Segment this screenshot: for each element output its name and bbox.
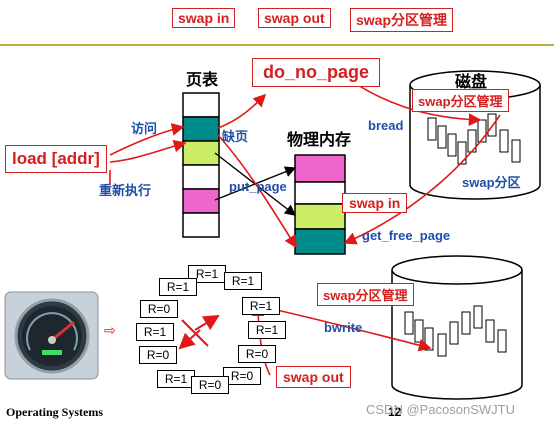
re-execute-label: 重新执行 xyxy=(99,183,152,198)
clock-entry: R=0 xyxy=(139,346,177,364)
header-divider xyxy=(0,44,554,46)
clock-entry: R=1 xyxy=(157,370,195,388)
swap-out-box: swap out xyxy=(276,366,351,388)
get-free-page-label: get_free_page xyxy=(362,228,451,243)
clock-entry: R=1 xyxy=(242,297,280,315)
swap-partition-label: swap分区 xyxy=(462,175,521,190)
clock-entry: R=1 xyxy=(248,321,286,339)
disk-cylinder-icon xyxy=(391,255,523,400)
swap-mgmt-bottom-box: swap分区管理 xyxy=(317,283,414,306)
tab-swap-in[interactable]: swap in xyxy=(172,8,236,28)
bread-label: bread xyxy=(368,118,404,133)
tab-swap-mgmt[interactable]: swap分区管理 xyxy=(350,8,454,32)
clock-entry: R=1 xyxy=(188,265,226,283)
physical-memory-title: 物理内存 xyxy=(287,132,352,149)
physical-memory xyxy=(294,154,346,255)
page-table-title: 页表 xyxy=(186,72,219,89)
arrow-symbol: ⇨ xyxy=(104,322,116,338)
do-no-page-box: do_no_page xyxy=(252,58,381,87)
page-fault-label: 缺页 xyxy=(222,129,249,144)
swap-in-box: swap in xyxy=(342,193,408,213)
footer-course: Operating Systems xyxy=(6,405,103,419)
watermark: CSDN @PacosonSWJTU xyxy=(366,402,516,417)
swap-mgmt-top-box: swap分区管理 xyxy=(412,89,509,112)
clock-entry: R=1 xyxy=(159,278,197,296)
clock-hand-icon xyxy=(178,314,220,350)
access-label: 访问 xyxy=(131,121,158,136)
gauge-icon xyxy=(4,291,99,380)
put-page-label: put_page xyxy=(229,179,287,194)
page-number: 12 xyxy=(388,405,402,419)
clock-entry: R=1 xyxy=(136,323,174,341)
tab-swap-out[interactable]: swap out xyxy=(258,8,331,28)
clock-entry: R=0 xyxy=(191,376,229,394)
clock-entry: R=0 xyxy=(140,300,178,318)
clock-entry: R=0 xyxy=(238,345,276,363)
disk-title: 磁盘 xyxy=(455,74,488,91)
bwrite-label: bwrite xyxy=(324,320,363,335)
clock-entry: R=1 xyxy=(224,272,262,290)
load-addr-box: load [addr] xyxy=(5,145,107,173)
page-table xyxy=(182,92,220,238)
